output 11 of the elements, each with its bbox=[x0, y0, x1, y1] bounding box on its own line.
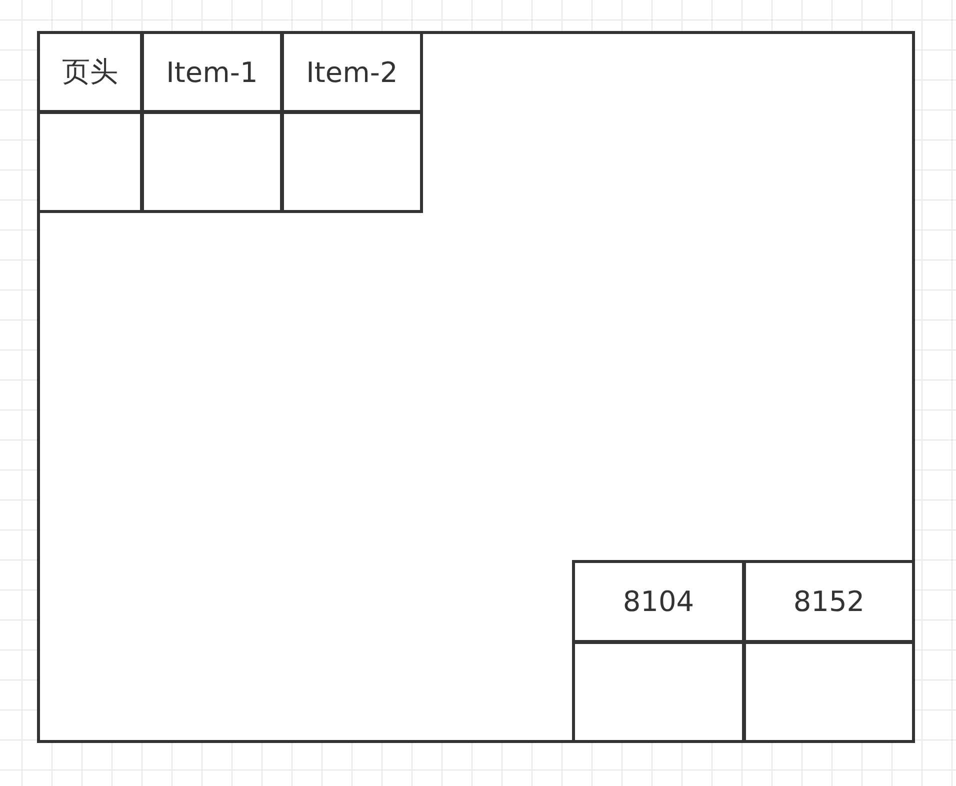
table-cell: Item-2 bbox=[281, 31, 423, 113]
table-cell: Item-1 bbox=[141, 31, 283, 113]
page-frame bbox=[37, 31, 915, 743]
table-cell: 8152 bbox=[743, 560, 915, 643]
table-cell: 页头 bbox=[37, 31, 143, 113]
table-cell: 8104 bbox=[572, 560, 745, 643]
table-cell bbox=[37, 111, 143, 213]
table-cell bbox=[743, 641, 915, 743]
table-cell bbox=[141, 111, 283, 213]
table-cell bbox=[281, 111, 423, 213]
table-cell bbox=[572, 641, 745, 743]
